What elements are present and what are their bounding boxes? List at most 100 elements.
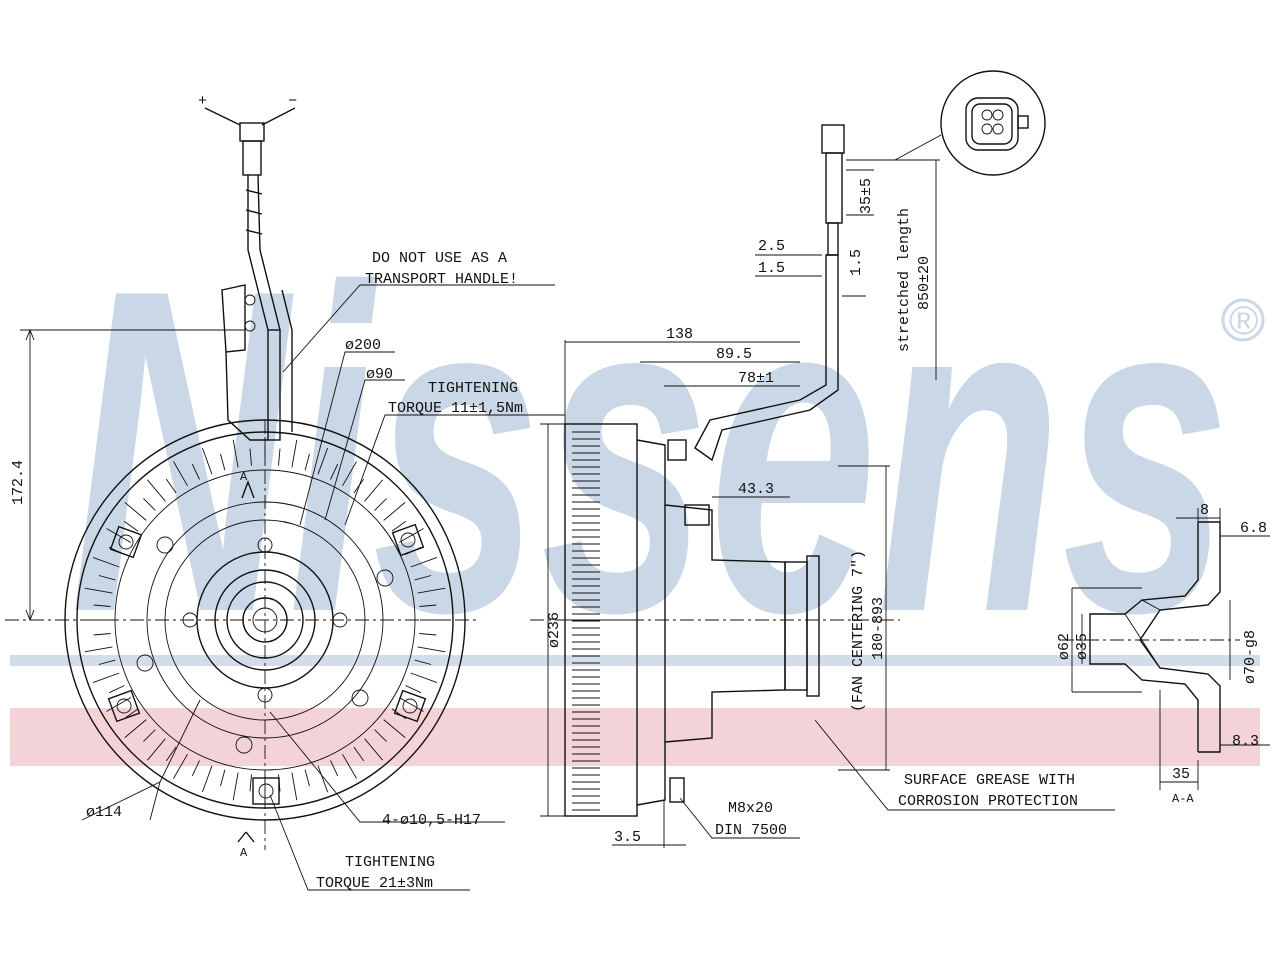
note-fan-centering-line1: (FAN CENTERING 7") bbox=[850, 550, 867, 712]
dim-35-5: 35±5 bbox=[858, 178, 875, 214]
rim-fin bbox=[330, 760, 339, 777]
bolt-top-left bbox=[109, 525, 143, 559]
dim-78: 78±1 bbox=[738, 370, 774, 387]
rim-fin bbox=[201, 765, 213, 793]
side-fins bbox=[572, 431, 600, 811]
dim-dia-236: ø236 bbox=[546, 612, 563, 648]
note-bolt-line1: M8x20 bbox=[728, 800, 773, 817]
rim-fin bbox=[364, 738, 383, 761]
rim-fin bbox=[232, 439, 239, 468]
rim-fin bbox=[374, 729, 387, 742]
note-stretched-line2: 850±20 bbox=[916, 256, 933, 310]
rim-fin bbox=[165, 746, 177, 762]
note-torque-top-line2: TORQUE 11±1,5Nm bbox=[388, 400, 523, 417]
note-transport-line1: DO NOT USE AS A bbox=[372, 250, 507, 267]
section-marker-top: A bbox=[240, 470, 248, 484]
rim-fin bbox=[249, 774, 252, 792]
rim-fin bbox=[143, 498, 156, 511]
registered-mark-circle bbox=[1221, 298, 1265, 342]
rim-fin bbox=[147, 479, 166, 502]
rim-fin bbox=[147, 738, 166, 761]
note-fan-centering-line2: 180-893 bbox=[870, 597, 887, 660]
dim-dia-62: ø62 bbox=[1056, 633, 1073, 660]
rim-fin bbox=[93, 604, 111, 607]
rim-fin bbox=[165, 478, 177, 494]
dim-1-5-right: 1.5 bbox=[848, 249, 865, 276]
rim-fin bbox=[173, 461, 188, 487]
rim-fin bbox=[278, 448, 281, 466]
registered-mark: ® bbox=[1229, 299, 1258, 343]
note-grease-line1: SURFACE GREASE WITH bbox=[904, 772, 1075, 789]
rim-fin bbox=[342, 753, 357, 779]
dim-dia-114: ø114 bbox=[86, 804, 122, 821]
rim-fin bbox=[249, 448, 252, 466]
rim-fin bbox=[353, 746, 365, 762]
rim-fin bbox=[330, 463, 339, 480]
rim-fin bbox=[398, 697, 424, 712]
connector-minus-sign: − bbox=[288, 93, 297, 110]
dim-1-5-left: 1.5 bbox=[758, 260, 785, 277]
bolt-bottom-right bbox=[393, 689, 427, 723]
cable-connector: + − bbox=[198, 93, 297, 441]
dim-2-5: 2.5 bbox=[758, 238, 785, 255]
rim-fin bbox=[405, 685, 422, 694]
dim-dia-90: ø90 bbox=[366, 366, 393, 383]
side-dimensions: 138 89.5 78±1 43.3 ø236 3.5 2.5 1.5 1.5 … bbox=[540, 159, 940, 848]
rim-fin bbox=[201, 447, 213, 475]
bolt-top-right bbox=[391, 523, 425, 557]
rim-fin bbox=[291, 439, 298, 468]
rim-fin bbox=[317, 447, 329, 475]
dim-dia-200: ø200 bbox=[345, 337, 381, 354]
rim-fin bbox=[191, 760, 200, 777]
dim-3-5: 3.5 bbox=[614, 829, 641, 846]
watermark-blue-band bbox=[10, 655, 1260, 666]
rim-fin bbox=[98, 659, 116, 665]
rim-fin bbox=[220, 453, 226, 471]
rim-fin bbox=[108, 685, 125, 694]
rim-fin bbox=[98, 575, 116, 581]
dim-8: 8 bbox=[1200, 502, 1209, 519]
rim-fin bbox=[92, 672, 120, 684]
bolt-bottom bbox=[252, 777, 280, 805]
rim-fin bbox=[84, 646, 113, 653]
connector-plus-sign: + bbox=[198, 93, 207, 110]
rim-fin bbox=[173, 753, 188, 779]
dim-43-3: 43.3 bbox=[738, 481, 774, 498]
rim-fin bbox=[84, 587, 113, 594]
rim-fin bbox=[383, 502, 406, 521]
section-dimensions: 8 6.8 ø62 ø35 ø70-g8 8.3 35 A-A bbox=[1056, 502, 1270, 806]
note-torque-bottom-line1: TIGHTENING bbox=[345, 854, 435, 871]
dim-172-4: 172.4 bbox=[10, 460, 27, 505]
rim-fin bbox=[124, 502, 147, 521]
dim-89-5: 89.5 bbox=[716, 346, 752, 363]
rim-fin bbox=[383, 719, 406, 738]
dim-dia-35: ø35 bbox=[1074, 633, 1091, 660]
front-view: + − bbox=[5, 93, 565, 892]
rim-fin bbox=[410, 672, 438, 684]
side-view: 138 89.5 78±1 43.3 ø236 3.5 2.5 1.5 1.5 … bbox=[530, 70, 1115, 848]
section-marker-bottom: A bbox=[240, 846, 248, 860]
pitch-holes bbox=[136, 536, 394, 754]
dimension-172: 172.4 bbox=[10, 328, 245, 622]
rim-fin bbox=[364, 479, 383, 502]
rim-fin bbox=[123, 708, 139, 720]
connector-detail bbox=[894, 70, 1046, 176]
dim-6-8: 6.8 bbox=[1240, 520, 1267, 537]
rim-fin bbox=[93, 633, 111, 636]
rim-fin bbox=[92, 556, 120, 568]
section-a-a: 8 6.8 ø62 ø35 ø70-g8 8.3 35 A-A bbox=[1056, 502, 1270, 806]
dim-35: 35 bbox=[1172, 766, 1190, 783]
rim-fin bbox=[342, 461, 357, 487]
rim-fin bbox=[419, 604, 437, 607]
dim-8-3: 8.3 bbox=[1232, 733, 1259, 750]
sensor-bracket bbox=[221, 284, 293, 441]
rim-fin bbox=[106, 528, 132, 543]
rim-fin bbox=[291, 772, 298, 801]
note-torque-top-line1: TIGHTENING bbox=[428, 380, 518, 397]
rim-fin bbox=[304, 769, 310, 787]
rim-fin bbox=[191, 463, 200, 480]
watermark-red-band bbox=[10, 708, 1260, 766]
rim-fin bbox=[419, 633, 437, 636]
rim-fin bbox=[124, 719, 147, 738]
